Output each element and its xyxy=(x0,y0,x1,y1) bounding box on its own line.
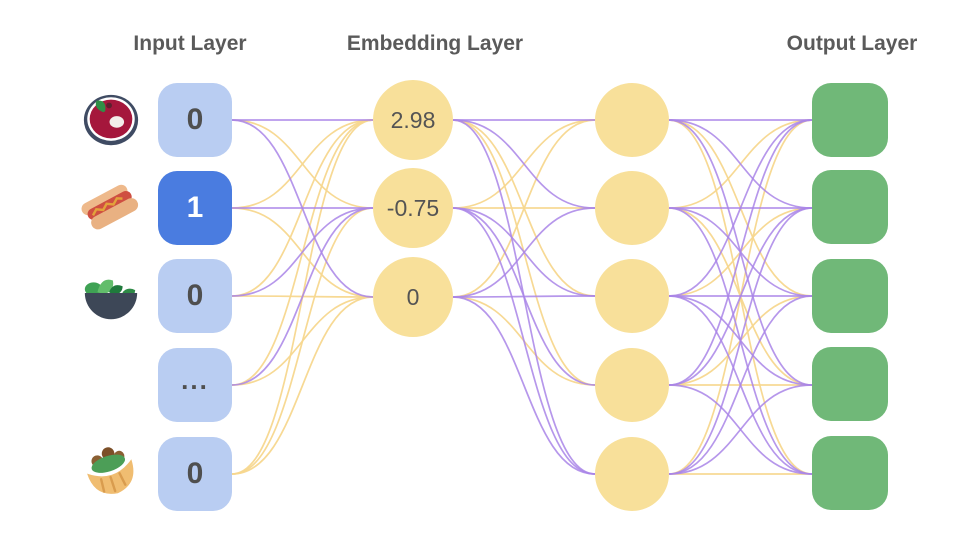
embedding-node-2-value: -0.75 xyxy=(386,194,440,221)
edge xyxy=(231,207,374,475)
embedding-node-3-value: 0 xyxy=(406,283,420,310)
output-node-3 xyxy=(812,259,888,333)
edge xyxy=(452,119,596,209)
input-node-1-value: 0 xyxy=(186,103,204,136)
edge xyxy=(668,384,813,475)
input-node-3: 0 xyxy=(158,259,232,333)
edge xyxy=(452,295,596,298)
stew-icon xyxy=(83,94,139,146)
output-node-4 xyxy=(812,347,888,421)
hidden-node-3 xyxy=(595,259,669,333)
input-node-5: 0 xyxy=(158,437,232,511)
hidden-node-1 xyxy=(595,83,669,157)
hidden-node-2 xyxy=(595,171,669,245)
hot-dog-icon xyxy=(81,184,139,230)
edge xyxy=(668,295,813,475)
edge xyxy=(668,119,813,386)
input-node-4: ... xyxy=(158,348,232,422)
edge xyxy=(452,207,596,298)
edge xyxy=(452,207,596,475)
edge xyxy=(231,207,374,297)
stuffed-flatbread-icon xyxy=(87,447,134,494)
embedding-node-3: 0 xyxy=(373,257,453,337)
output-node-1 xyxy=(812,83,888,157)
embedding-layer-title: Embedding Layer xyxy=(346,32,524,55)
edge xyxy=(231,296,374,475)
input-node-1: 0 xyxy=(158,83,232,157)
edge xyxy=(452,119,596,298)
edge xyxy=(231,119,374,209)
edge xyxy=(668,207,813,475)
embedding-node-2: -0.75 xyxy=(373,168,453,248)
embedding-node-1: 2.98 xyxy=(373,80,453,160)
hidden-node-5 xyxy=(595,437,669,511)
hidden-node-4 xyxy=(595,348,669,422)
edge xyxy=(231,207,374,386)
input-node-3-value: 0 xyxy=(186,279,204,312)
green-salad-icon xyxy=(84,279,138,320)
input-node-2: 1 xyxy=(158,171,232,245)
input-node-5-value: 0 xyxy=(186,457,204,490)
output-layer-title: Output Layer xyxy=(786,32,918,55)
input-node-2-value: 1 xyxy=(186,191,204,224)
input-node-4-value: ... xyxy=(181,364,209,395)
edge xyxy=(452,296,596,475)
embedding-node-1-value: 2.98 xyxy=(390,106,436,133)
output-node-5 xyxy=(812,436,888,510)
edge xyxy=(668,119,813,209)
output-node-2 xyxy=(812,170,888,244)
edge xyxy=(668,207,813,386)
input-layer-title: Input Layer xyxy=(133,32,247,55)
edge xyxy=(668,119,813,297)
